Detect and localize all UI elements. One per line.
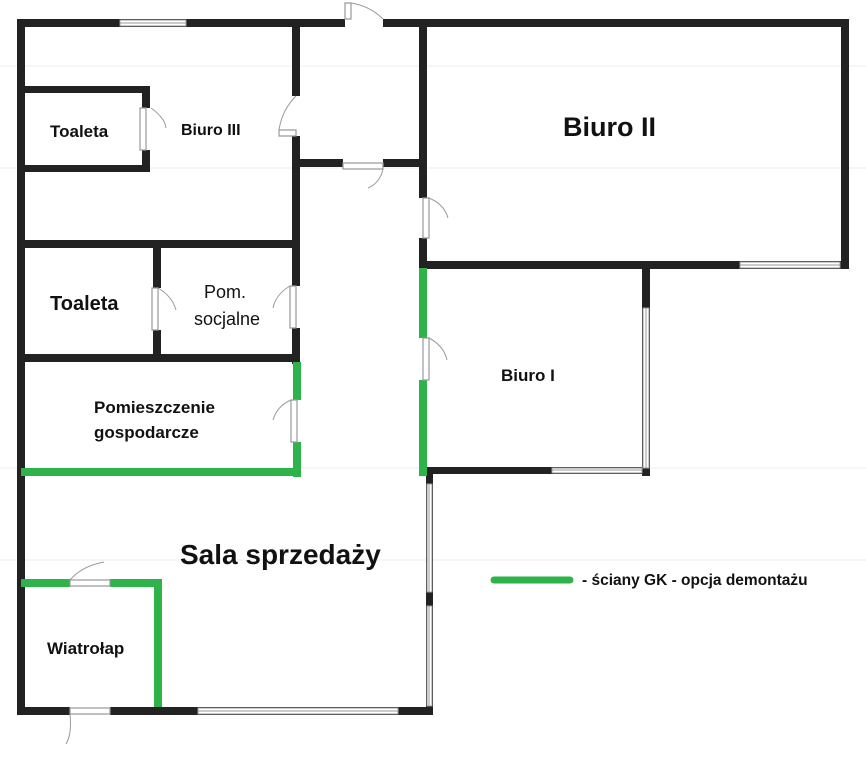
label-pomieszczenie-1: Pomieszczenie bbox=[94, 398, 215, 417]
label-toaleta-mid: Toaleta bbox=[50, 293, 119, 315]
label-pomieszczenie-2: gospodarcze bbox=[94, 423, 199, 442]
legend-text: - ściany GK - opcja demontażu bbox=[582, 572, 808, 589]
label-wiatrolap: Wiatrołap bbox=[47, 639, 124, 658]
label-pom-socjalne-1: Pom. bbox=[204, 282, 246, 302]
windows bbox=[119, 19, 841, 715]
legend: - ściany GK - opcja demontażu bbox=[490, 572, 808, 589]
label-pom-socjalne-2: socjalne bbox=[194, 309, 260, 329]
label-sala-sprzedazy: Sala sprzedaży bbox=[180, 539, 381, 570]
label-biuro-i: Biuro I bbox=[501, 366, 555, 385]
label-biuro-ii: Biuro II bbox=[563, 112, 656, 142]
doors bbox=[65, 2, 449, 745]
label-toaleta-top: Toaleta bbox=[50, 122, 109, 141]
label-biuro-iii: Biuro III bbox=[181, 122, 241, 139]
